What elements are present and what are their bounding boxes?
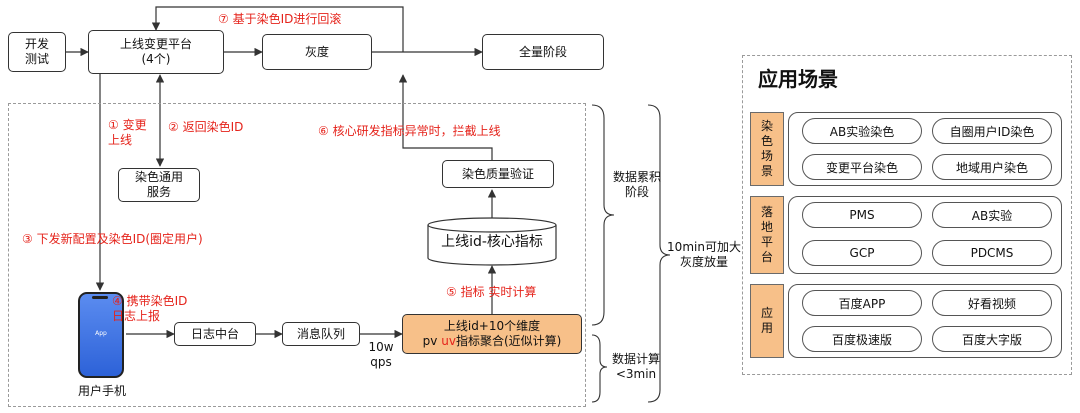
uv-highlight: uv (441, 334, 456, 348)
scenarios-title: 应用场景 (758, 67, 838, 91)
scenario-group-apps (788, 284, 1062, 358)
scenario-item: 百度APP (802, 290, 922, 316)
database-cylinder (427, 217, 557, 266)
aggregation-line1: 上线id+10个维度 (443, 319, 541, 333)
brace-overall (647, 104, 671, 403)
message-queue-box: 消息队列 (282, 322, 360, 346)
scenario-item: 地域用户染色 (932, 154, 1052, 180)
release-platform-box: 上线变更平台 (4个) (88, 30, 224, 74)
scenario-item: PDCMS (932, 240, 1052, 266)
arrow-rollback (151, 6, 404, 52)
core-metrics-db-label: 上线id-核心指标 (441, 234, 543, 250)
scenario-item: GCP (802, 240, 922, 266)
step-7-label: ⑦ 基于染色ID进行回滚 (218, 12, 342, 26)
step-1-label: ① 变更 上线 (108, 118, 147, 147)
step-3-label: ③ 下发新配置及染色ID(圈定用户) (22, 232, 203, 246)
user-phone-label: 用户手机 (77, 384, 126, 398)
phone-app-label: App (95, 330, 107, 337)
user-phone-icon: App (78, 292, 124, 378)
scenario-item: 好看视频 (932, 290, 1052, 316)
aggregation-box: 上线id+10个维度 pv uv指标聚合(近似计算) (402, 314, 582, 354)
scenario-item: AB实验染色 (802, 118, 922, 144)
gray-box: 灰度 (262, 34, 372, 70)
scenarios-panel (742, 55, 1072, 375)
brace-accumulate (591, 104, 615, 326)
full-stage-box: 全量阶段 (482, 34, 604, 70)
stage-scale-label: 10min可加大 灰度放量 (667, 240, 741, 269)
system-dashed-region (8, 103, 586, 407)
scenario-group-dye (788, 112, 1062, 186)
scenario-group-platform (788, 196, 1062, 274)
scenario-tag-platform: 落 地 平 台 (750, 196, 784, 274)
step-6-label: ⑥ 核心研发指标异常时，拦截上线 (318, 124, 501, 138)
step-4-label: ④ 携带染色ID 日志上报 (112, 294, 188, 323)
scenario-tag-apps: 应 用 (750, 284, 784, 358)
log-center-box: 日志中台 (174, 322, 256, 346)
aggregation-line2: pv uv指标聚合(近似计算) (422, 334, 562, 348)
dye-service-box: 染色通用 服务 (118, 168, 200, 202)
scenario-item: AB实验 (932, 202, 1052, 228)
scenario-item: 百度极速版 (802, 326, 922, 352)
scenario-item: 百度大字版 (932, 326, 1052, 352)
brace-compute (591, 334, 608, 403)
step-5-label: ⑤ 指标 实时计算 (446, 285, 537, 299)
scenario-item: 自圈用户ID染色 (932, 118, 1052, 144)
stage-compute-label: 数据计算 <3min (611, 352, 660, 381)
dev-test-box: 开发 测试 (8, 32, 66, 72)
dye-quality-box: 染色质量验证 (442, 160, 554, 188)
stage-accumulate-label: 数据累积 阶段 (612, 170, 661, 199)
step-2-label: ② 返回染色ID (168, 120, 244, 134)
scenario-item: PMS (802, 202, 922, 228)
scenario-tag-dye: 染 色 场 景 (750, 112, 784, 186)
qps-label: 10w qps (368, 340, 394, 369)
scenario-item: 变更平台染色 (802, 154, 922, 180)
arrow-quality-to-gray (398, 74, 493, 160)
phone-notch (92, 296, 108, 299)
